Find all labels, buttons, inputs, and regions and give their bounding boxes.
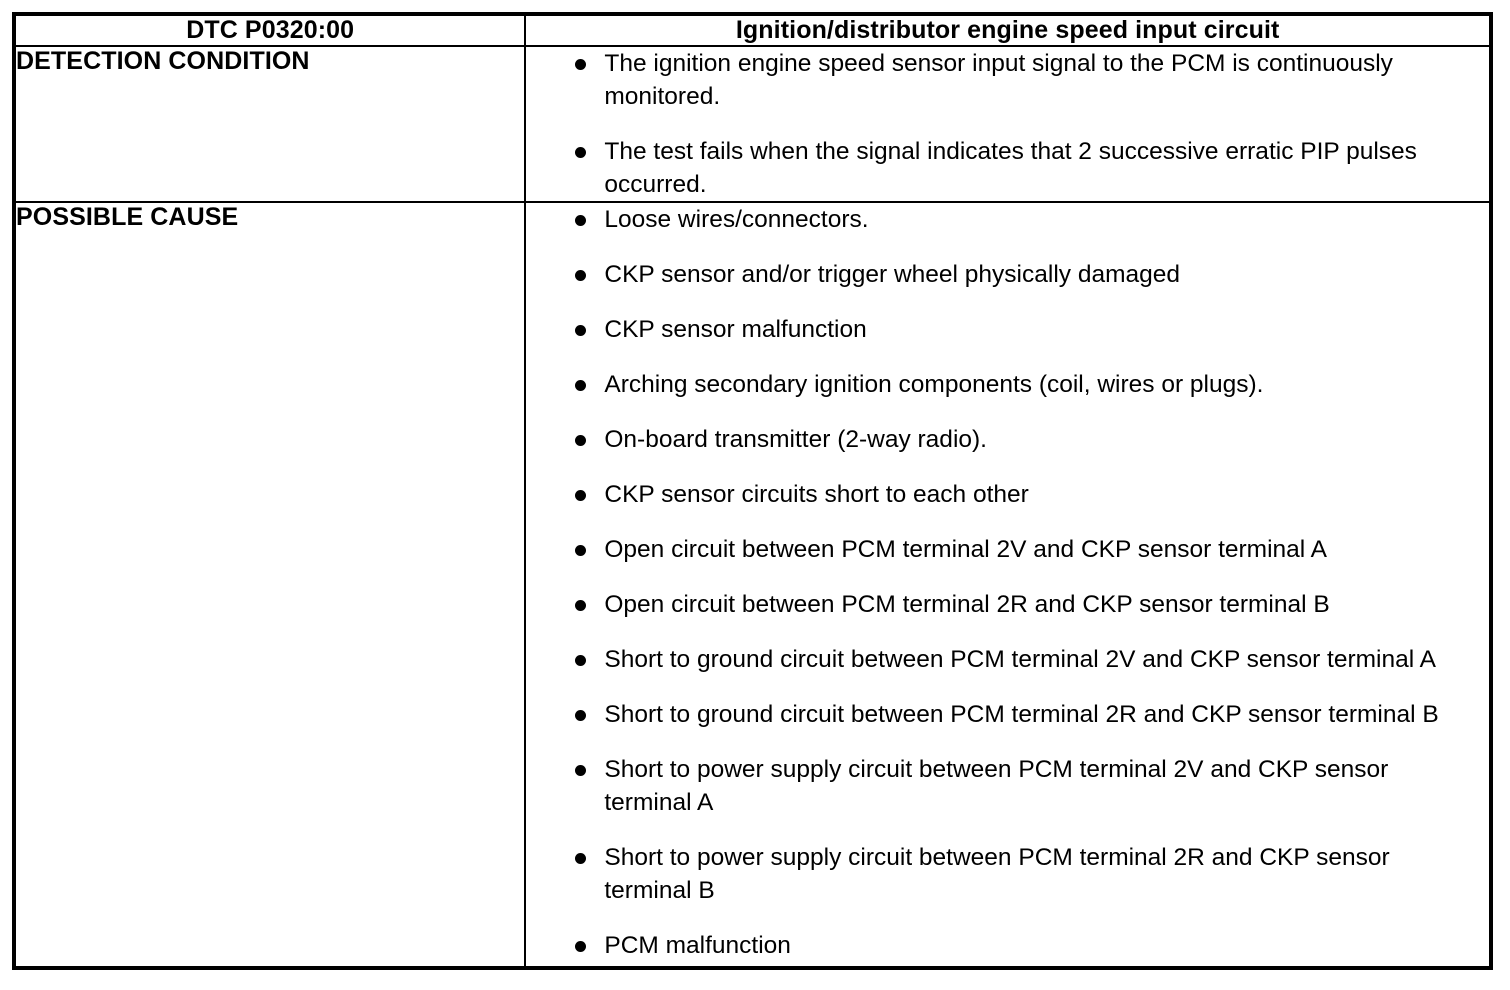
list-item-text: Open circuit between PCM terminal 2V and…	[604, 536, 1328, 563]
list-item-text: On-board transmitter (2-way radio).	[604, 426, 987, 453]
list-item: PCM malfunction	[526, 929, 1489, 962]
list-item-text: Short to power supply circuit between PC…	[604, 756, 1389, 816]
list-item-text: CKP sensor circuits short to each other	[604, 481, 1029, 508]
list-item: Short to ground circuit between PCM term…	[526, 643, 1489, 676]
bullet-icon	[575, 380, 587, 391]
list-item-text: Open circuit between PCM terminal 2R and…	[604, 591, 1330, 618]
list-item-text: The ignition engine speed sensor input s…	[604, 50, 1393, 110]
dtc-code-header: DTC P0320:00	[12, 13, 527, 47]
bullet-icon	[575, 325, 587, 336]
detection-condition-content-cell: The ignition engine speed sensor input s…	[524, 45, 1492, 203]
list-item: CKP sensor malfunction	[526, 313, 1489, 346]
list-item: CKP sensor circuits short to each other	[526, 478, 1489, 511]
bullet-icon	[575, 147, 587, 158]
list-item-text: CKP sensor malfunction	[604, 316, 867, 343]
bullet-icon	[575, 59, 587, 70]
list-item: Arching secondary ignition components (c…	[526, 368, 1489, 401]
detection-condition-row: DETECTION CONDITION The ignition engine …	[12, 45, 1492, 203]
list-item: The ignition engine speed sensor input s…	[526, 47, 1489, 113]
table-header-row: DTC P0320:00 Ignition/distributor engine…	[12, 13, 1492, 47]
bullet-icon	[575, 545, 587, 556]
bullet-icon	[575, 270, 587, 281]
bullet-icon	[575, 765, 587, 776]
possible-cause-row: POSSIBLE CAUSE Loose wires/connectors. C…	[12, 201, 1492, 969]
list-item: The test fails when the signal indicates…	[526, 135, 1489, 201]
list-item-text: Loose wires/connectors.	[604, 206, 869, 233]
detection-condition-label-cell: DETECTION CONDITION	[12, 45, 527, 203]
bullet-icon	[575, 215, 587, 226]
possible-cause-label-cell: POSSIBLE CAUSE	[12, 201, 527, 969]
bullet-icon	[575, 655, 587, 666]
detection-condition-label: DETECTION CONDITION	[16, 47, 310, 75]
list-item-text: Short to ground circuit between PCM term…	[604, 646, 1436, 673]
list-item: Loose wires/connectors.	[526, 203, 1489, 236]
list-item: Open circuit between PCM terminal 2V and…	[526, 533, 1489, 566]
list-item-text: Short to power supply circuit between PC…	[604, 844, 1390, 904]
fault-name-header: Ignition/distributor engine speed input …	[524, 13, 1492, 47]
list-item-text: Short to ground circuit between PCM term…	[604, 701, 1439, 728]
list-item: On-board transmitter (2-way radio).	[526, 423, 1489, 456]
possible-cause-content-cell: Loose wires/connectors. CKP sensor and/o…	[524, 201, 1492, 969]
possible-cause-list: Loose wires/connectors. CKP sensor and/o…	[526, 203, 1489, 962]
dtc-diagnostic-table: DTC P0320:00 Ignition/distributor engine…	[12, 12, 1493, 970]
possible-cause-label: POSSIBLE CAUSE	[16, 203, 239, 231]
list-item: Short to power supply circuit between PC…	[526, 753, 1489, 819]
list-item-text: PCM malfunction	[604, 932, 791, 959]
list-item: CKP sensor and/or trigger wheel physical…	[526, 258, 1489, 291]
bullet-icon	[575, 853, 587, 864]
list-item-text: CKP sensor and/or trigger wheel physical…	[604, 261, 1180, 288]
list-item-text: The test fails when the signal indicates…	[604, 138, 1417, 198]
list-item: Short to power supply circuit between PC…	[526, 841, 1489, 907]
bullet-icon	[575, 490, 587, 501]
bullet-icon	[575, 600, 587, 611]
list-item: Open circuit between PCM terminal 2R and…	[526, 588, 1489, 621]
detection-condition-list: The ignition engine speed sensor input s…	[526, 47, 1489, 201]
bullet-icon	[575, 710, 587, 721]
bullet-icon	[575, 435, 587, 446]
bullet-icon	[575, 941, 587, 952]
list-item-text: Arching secondary ignition components (c…	[604, 371, 1264, 398]
list-item: Short to ground circuit between PCM term…	[526, 698, 1489, 731]
